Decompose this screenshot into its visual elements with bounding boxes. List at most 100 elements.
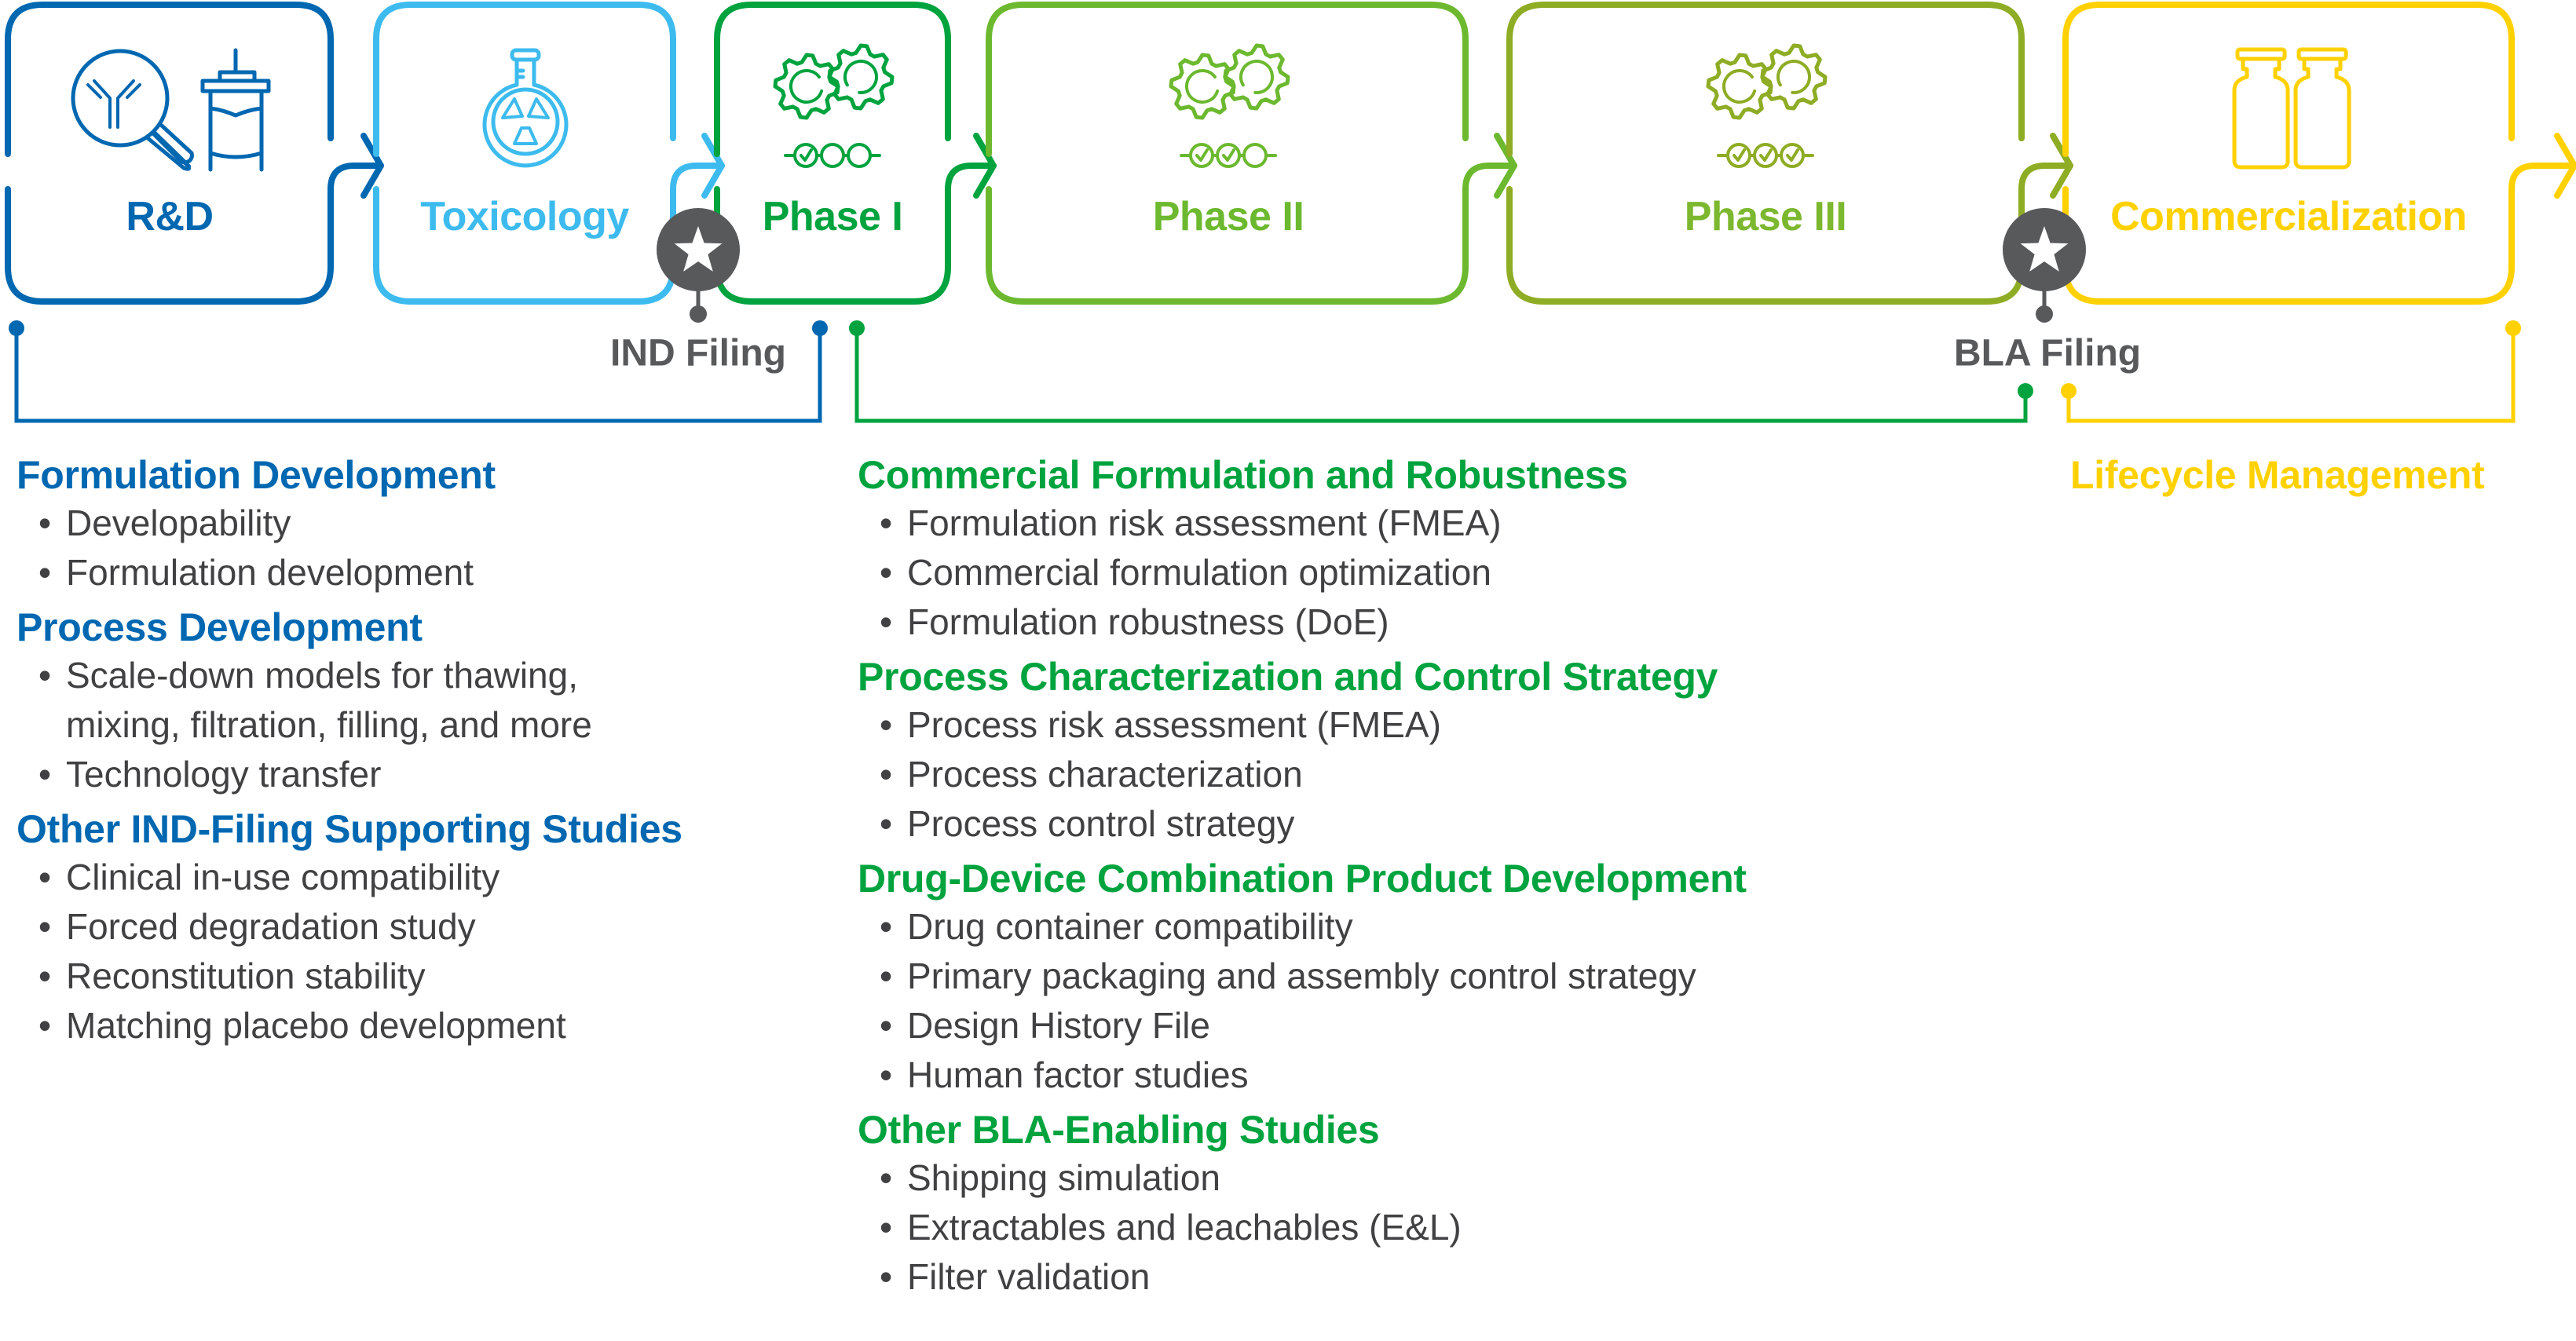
bullet-icon: • [880, 1054, 893, 1095]
list-item-text: Formulation development [66, 552, 474, 593]
bullet-icon: • [38, 1005, 52, 1046]
section-title: Formulation Development [16, 453, 496, 497]
gears-icon [773, 43, 895, 120]
activity-section: Process Characterization and Control Str… [858, 653, 1747, 849]
bullet-icon: • [38, 857, 52, 897]
stage-box-phase-2 [986, 2, 1517, 305]
list-item: •Formulation risk assessment (FMEA) [858, 499, 1747, 548]
milestone-marker-bla [2003, 208, 2086, 323]
bullet-list: •Shipping simulation• Extractables and le… [858, 1153, 1747, 1302]
bullet-icon: • [880, 552, 893, 593]
list-item-text: Process control strategy [907, 803, 1295, 844]
activity-section: Commercial Formulation and Robustness•Fo… [858, 451, 1747, 647]
bioreactor-icon [200, 48, 271, 172]
section-title: Process Development [16, 605, 423, 649]
arrow-icon [360, 133, 384, 199]
bullet-icon: • [880, 803, 893, 844]
list-item-text: mixing, filtration, filling, and more [66, 704, 592, 745]
star-icon [674, 226, 723, 272]
star-icon [2020, 226, 2069, 272]
list-item-text: Technology transfer [66, 754, 382, 795]
arrow-icon [2554, 133, 2576, 199]
list-item: • Commercial formulation optimization [858, 548, 1747, 597]
stage-label-commercialization: Commercialization [2110, 194, 2467, 239]
section-title: Lifecycle Management [2070, 453, 2485, 497]
list-item: • Primary packaging and assembly control … [858, 952, 1747, 1001]
progress-checks-icon [784, 143, 881, 168]
activity-section: Other IND-Filing Supporting Studies•Clin… [16, 806, 682, 1051]
list-item-text: Extractables and leachables (E&L) [907, 1207, 1462, 1248]
activity-section: Formulation Development•Developability•F… [16, 451, 682, 597]
commercial-bracket [2061, 320, 2521, 423]
list-item-text: Process risk assessment (FMEA) [907, 704, 1441, 745]
bullet-icon: • [880, 1207, 893, 1248]
bullet-icon: • [38, 906, 52, 947]
list-item-text: Filter validation [907, 1256, 1151, 1297]
check-icon [1733, 148, 1746, 162]
preclinical-bracket [9, 320, 828, 423]
milestone-label-ind-filing: IND Filing [610, 332, 786, 375]
check-icon [1195, 148, 1209, 162]
bullet-icon: • [880, 906, 893, 947]
activity-section: Lifecycle Management [2070, 451, 2485, 499]
arrow-icon [2050, 133, 2073, 199]
list-item: •Shipping simulation [858, 1153, 1747, 1203]
bracket-end-dot [2061, 383, 2077, 399]
list-item: • Technology transfer [16, 750, 682, 799]
section-title: Other BLA-Enabling Studies [858, 1108, 1380, 1152]
bullet-icon: • [880, 754, 893, 795]
list-item-text: Developability [66, 502, 291, 543]
preclinical-activities: Formulation Development•Developability•F… [16, 451, 682, 1057]
gears-icon [1169, 43, 1290, 120]
stage-label-phase-1: Phase I [762, 194, 903, 239]
list-item-text: Forced degradation study [66, 906, 476, 947]
activity-section: Other BLA-Enabling Studies•Shipping simu… [858, 1106, 1747, 1302]
list-item-text: Primary packaging and assembly control s… [907, 956, 1696, 996]
stage-boxes [5, 2, 2576, 305]
bracket-end-dot [849, 320, 865, 336]
list-item-text: Matching placebo development [66, 1005, 566, 1046]
list-item: •Clinical in-use compatibility [16, 853, 682, 902]
bracket-end-dot [9, 320, 24, 336]
vial-icon [2293, 47, 2351, 170]
commercial-activities: Lifecycle Management [2070, 451, 2485, 503]
bracket-end-dot [812, 320, 828, 336]
bullet-icon: • [880, 1157, 893, 1198]
arrow-icon [973, 133, 997, 199]
progress-checks-icon [1717, 143, 1814, 168]
list-item: •Formulation development [16, 548, 682, 597]
stage-icons [71, 43, 2351, 172]
activity-section: Drug-Device Combination Product Developm… [858, 855, 1747, 1100]
bullet-icon: • [38, 655, 52, 696]
milestone-label-bla-filing: BLA Filing [1953, 332, 2142, 375]
bullet-icon: • [880, 704, 893, 745]
list-item: • Process characterization [858, 750, 1747, 799]
bullet-icon: • [38, 754, 52, 795]
stage-label-phase-3: Phase III [1684, 194, 1847, 239]
gears-icon [1706, 43, 1828, 120]
bracket-end-dot [2505, 320, 2521, 336]
list-item: •Filter validation [858, 1252, 1747, 1302]
section-title: Other IND-Filing Supporting Studies [16, 807, 682, 851]
activity-section: Process Development • Scale-down models fo… [16, 604, 682, 799]
list-item: • Extractables and leachables (E&L) [858, 1203, 1747, 1252]
bullet-icon: • [880, 601, 893, 642]
stage-label-rnd: R&D [126, 194, 214, 239]
antibody-magnifier-icon [71, 49, 194, 171]
section-title: Commercial Formulation and Robustness [858, 453, 1628, 497]
list-item-text: Process characterization [907, 754, 1303, 795]
bullet-icon: • [880, 956, 893, 996]
list-item: •Drug container compatibility [858, 902, 1747, 952]
bullet-list: •Clinical in-use compatibility•Forced de… [16, 853, 682, 1051]
bullet-list: •Developability•Formulation development [16, 499, 682, 597]
list-item-text: Commercial formulation optimization [907, 552, 1491, 593]
progress-checks-icon [1180, 143, 1277, 168]
stage-box-rnd [5, 2, 384, 305]
bullet-list: • Process risk assessment (FMEA) • Process … [858, 700, 1747, 849]
list-item-text: Scale-down models for thawing, [66, 655, 578, 696]
list-item: •Design History File [858, 1001, 1747, 1051]
radioactive-flask-icon [482, 48, 569, 168]
section-title: Drug-Device Combination Product Developm… [858, 857, 1747, 901]
list-item: •Formulation robustness (DoE) [858, 597, 1747, 647]
